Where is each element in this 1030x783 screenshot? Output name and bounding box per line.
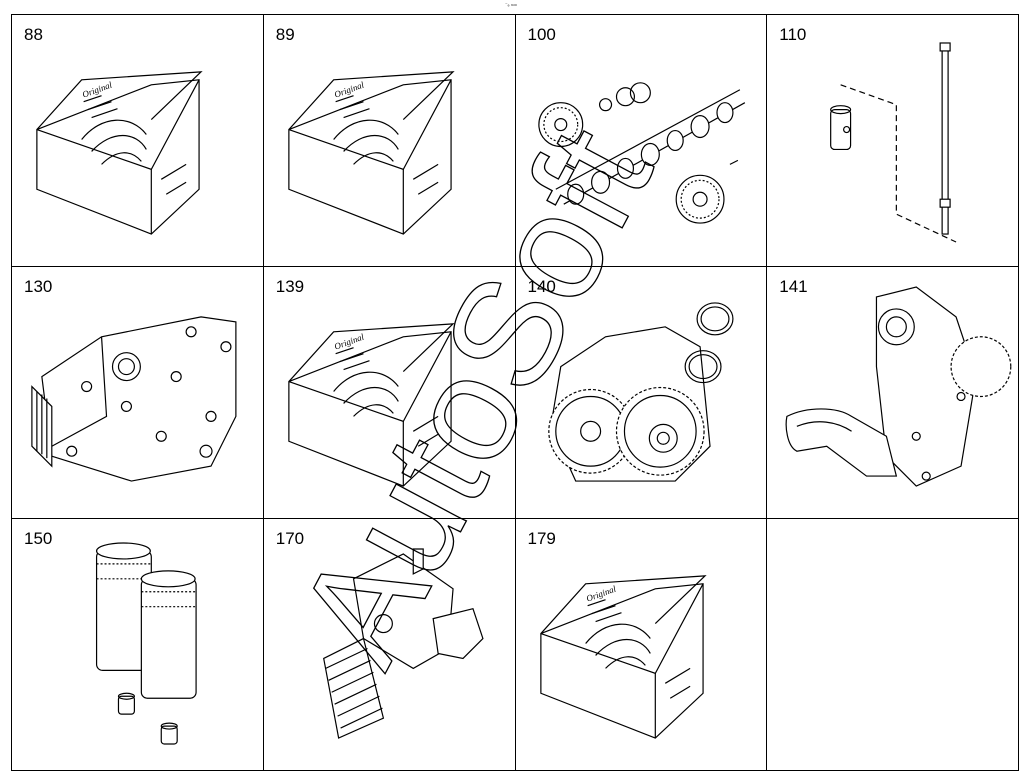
oil-pump-pickup-icon: [785, 286, 1012, 487]
part-cell-130[interactable]: 130: [12, 267, 264, 519]
oil-filters-icon: [95, 542, 197, 745]
part-number: 170: [275, 529, 305, 548]
part-cell-170[interactable]: 170: [263, 519, 516, 771]
part-cell-179[interactable]: 179: [515, 519, 768, 771]
parts-grid: 88 89 100 110: [11, 14, 1019, 771]
part-number: 89: [275, 25, 295, 44]
part-cell-100[interactable]: 100: [515, 15, 768, 267]
kit-box-icon: [288, 323, 454, 487]
kit-box-icon: [36, 71, 202, 235]
top-mark: ⁻ₑ ₘₘ: [505, 2, 518, 8]
camshaft-icon: [537, 82, 745, 224]
part-cell-150[interactable]: 150: [12, 519, 264, 771]
oil-cooler-housing-icon: [31, 316, 237, 482]
part-number: 140: [527, 277, 556, 296]
part-number: 110: [779, 25, 807, 44]
part-cell-141[interactable]: 141: [767, 267, 1019, 519]
part-number: 139: [275, 277, 305, 296]
part-cell-110[interactable]: 110: [767, 15, 1019, 267]
part-number: 88: [24, 25, 43, 44]
part-cell-88[interactable]: 88: [12, 15, 264, 267]
oil-pump-icon: [547, 302, 734, 482]
kit-box-icon: [288, 71, 454, 235]
pushrod-icon: [830, 42, 957, 243]
part-cell-140[interactable]: 140: [515, 267, 768, 519]
kit-box-icon: [539, 575, 706, 739]
unit-injector-icon: [322, 548, 484, 739]
part-number: 130: [24, 277, 53, 296]
part-number: 150: [24, 529, 53, 548]
part-number: 141: [779, 277, 808, 296]
part-cell-139[interactable]: 139: [263, 267, 516, 519]
empty-cell: [767, 519, 1019, 771]
part-number: 179: [527, 529, 556, 548]
part-number: 100: [527, 25, 556, 44]
part-cell-89[interactable]: 89: [263, 15, 516, 267]
